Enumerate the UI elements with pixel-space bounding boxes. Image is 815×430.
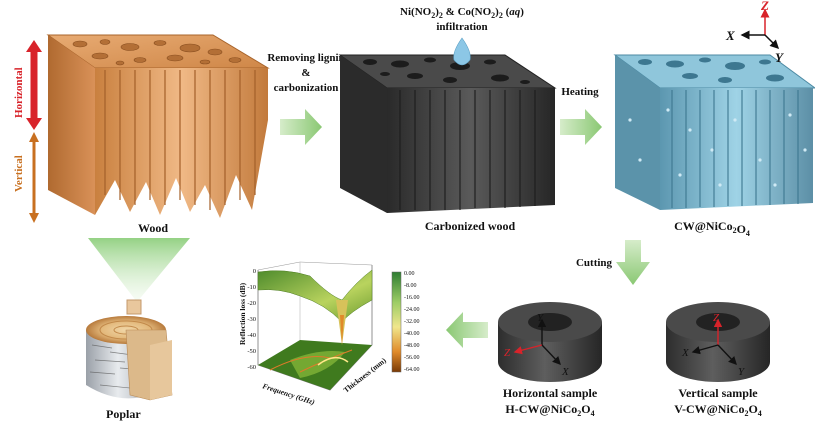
carbonized-wood-label: Carbonized wood: [425, 219, 516, 233]
h-axis-z-label: Z: [504, 347, 511, 359]
infiltration-line2: infiltration: [436, 21, 487, 33]
poplar-label: Poplar: [106, 407, 141, 421]
liquid-drop-icon: [453, 37, 471, 66]
wood-block: [46, 34, 270, 218]
v-cw-label: V-CW@NiCo2O4: [674, 402, 762, 418]
poplar-log: [86, 316, 173, 401]
ztick-5: -50: [247, 348, 256, 355]
colorbar-ticks: 0.00 -8.00 -16.00 -24.00 -32.00 -40.00 -…: [404, 271, 420, 373]
axis-x-label: X: [725, 28, 735, 43]
ztick-0: 0: [253, 268, 256, 275]
axis-y-label: Y: [775, 50, 784, 65]
v-axis-z-label: Z: [713, 312, 720, 324]
rl-3d-plot: [257, 261, 373, 391]
carbonized-block: [338, 54, 557, 213]
step-removing-line3: carbonization: [274, 82, 339, 94]
cbar-tick-2: -16.00: [404, 295, 420, 301]
axis-z-label: Z: [760, 0, 769, 13]
cw-block: [613, 54, 815, 210]
v-axis-x-label: X: [681, 347, 690, 359]
ztick-4: -40: [247, 332, 256, 339]
arrow-to-carbonized: [280, 109, 322, 145]
cbar-tick-4: -32.00: [404, 319, 420, 325]
v-axis-y-label: Y: [738, 366, 746, 378]
wood-label: Wood: [138, 221, 168, 235]
cw-axes: [740, 8, 780, 50]
arrow-to-cw: [560, 109, 602, 145]
small-wood-cube: [126, 299, 142, 315]
vertical-sample-label: Vertical sample: [678, 386, 758, 400]
step-removing-line2: &: [301, 67, 310, 79]
horizontal-label: Horizontal: [13, 67, 25, 118]
zoom-beam: [88, 238, 190, 302]
plot-xlabel: Frequency (GHz): [261, 381, 316, 407]
horizontal-sample-cylinder: [498, 302, 602, 382]
infiltration-line1: Ni(NO2)2 & Co(NO2)2 (aq): [400, 6, 524, 20]
ztick-3: -30: [247, 316, 256, 323]
arrow-to-plot: [446, 312, 488, 348]
cbar-tick-6: -48.00: [404, 343, 420, 349]
cbar-tick-7: -56.00: [404, 355, 420, 361]
vertical-sample-cylinder: [666, 302, 770, 382]
cbar-tick-1: -8.00: [404, 283, 417, 289]
vertical-arrow: [29, 132, 39, 223]
vertical-label: Vertical: [13, 155, 25, 192]
ztick-6: -60: [247, 364, 256, 371]
ztick-1: -10: [247, 284, 256, 291]
step-heating-label: Heating: [561, 86, 599, 98]
colorbar: [391, 271, 402, 373]
h-cw-label: H-CW@NiCo2O4: [505, 402, 594, 418]
plot-zlabel: Reflection loss (dB): [238, 282, 247, 345]
ztick-2: -20: [247, 300, 256, 307]
cbar-tick-5: -40.00: [404, 331, 420, 337]
wood-vertical-lines: [104, 70, 256, 210]
arrow-cutting: [616, 240, 650, 285]
horizontal-arrow: [26, 40, 42, 130]
cw-label: CW@NiCo2O4: [674, 219, 750, 238]
step-removing-line1: Removing lignin: [267, 52, 344, 64]
h-axis-y-label: Y: [537, 312, 545, 324]
horizontal-sample-label: Horizontal sample: [503, 386, 598, 400]
step-cutting-label: Cutting: [576, 257, 613, 269]
cbar-tick-8: -64.00: [404, 367, 420, 373]
h-axis-x-label: X: [561, 366, 570, 378]
cbar-tick-0: 0.00: [404, 271, 415, 277]
wood-pores: [72, 39, 242, 66]
plot-zticks: 0 -10 -20 -30 -40 -50 -60: [247, 268, 256, 371]
cbar-tick-3: -24.00: [404, 307, 420, 313]
